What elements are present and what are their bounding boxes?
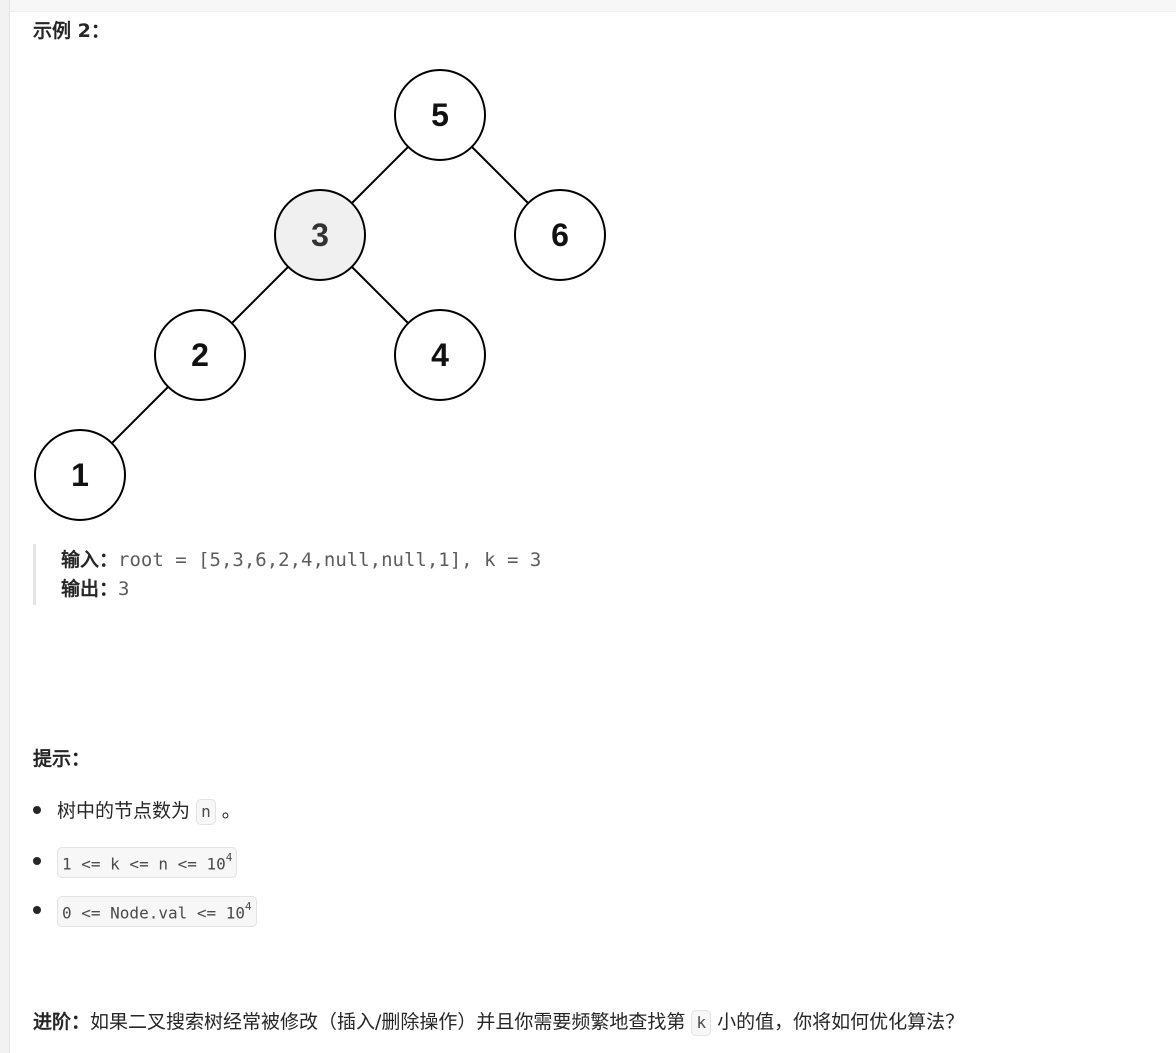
hint-2-code-base: 1 <= k <= n <= 10	[62, 854, 226, 874]
input-label: 输入：	[61, 549, 119, 571]
tree-node-4: 4	[394, 309, 486, 401]
top-strip	[0, 0, 1176, 12]
advanced-label: 进阶：	[33, 1011, 91, 1033]
tree-node-label: 2	[191, 337, 209, 373]
tree-node-5: 5	[394, 69, 486, 161]
edge-3-4	[351, 266, 409, 324]
tree-node-1: 1	[34, 429, 126, 521]
advanced-followup: 进阶：如果二叉搜索树经常被修改（插入/删除操作）并且你需要频繁地查找第 k 小的…	[33, 1007, 964, 1037]
example-output-line: 输出：3	[61, 575, 129, 603]
tree-node-circle	[274, 189, 366, 281]
binary-tree-diagram: 5 3 6 2 4 1	[34, 69, 606, 521]
hint-2-code: 1 <= k <= n <= 104	[57, 847, 238, 878]
example-input-line: 输入：root = [5,3,6,2,4,null,null,1], k = 3	[61, 546, 541, 574]
left-scroll-rail	[0, 0, 10, 1053]
example-title: 示例 2：	[33, 20, 110, 42]
tree-node-3: 3	[274, 189, 366, 281]
edge-2-1	[111, 386, 169, 444]
advanced-code: k	[691, 1009, 712, 1036]
bullet-dot	[33, 905, 41, 914]
tree-node-6: 6	[514, 189, 606, 281]
hint-1-code: n	[196, 798, 216, 825]
edge-5-6	[471, 146, 529, 204]
hint-3-code: 0 <= Node.val <= 104	[57, 896, 257, 927]
tree-node-circle	[34, 429, 126, 521]
tree-node-label: 4	[431, 337, 449, 373]
input-value: root = [5,3,6,2,4,null,null,1], k = 3	[118, 549, 542, 571]
edge-5-3	[351, 146, 409, 204]
hint-3-code-base: 0 <= Node.val <= 10	[62, 903, 246, 923]
tree-node-circle	[394, 69, 486, 161]
output-label: 输出：	[61, 578, 119, 600]
example-io-block: 输入：root = [5,3,6,2,4,null,null,1], k = 3…	[33, 544, 736, 605]
advanced-text-suffix: 小的值，你将如何优化算法？	[717, 1011, 965, 1033]
advanced-text: 如果二叉搜索树经常被修改（插入/删除操作）并且你需要频繁地查找第	[90, 1011, 686, 1033]
bullet-dot	[33, 805, 41, 814]
hint-3-code-exponent: 4	[245, 900, 252, 914]
tree-node-circle	[154, 309, 246, 401]
tree-node-circle	[514, 189, 606, 281]
tree-node-label: 5	[431, 97, 449, 133]
hint-item-k-range: 1 <= k <= n <= 104	[33, 847, 238, 878]
hints-title: 提示：	[33, 748, 91, 770]
output-value: 3	[118, 578, 130, 600]
tree-node-2: 2	[154, 309, 246, 401]
tree-node-circle	[394, 309, 486, 401]
hint-2-code-exponent: 4	[225, 851, 233, 865]
hint-1-text: 树中的节点数为	[57, 800, 191, 822]
tree-node-label: 6	[551, 217, 569, 253]
hint-item-val-range: 0 <= Node.val <= 104	[33, 896, 257, 927]
hint-item-node-count: 树中的节点数为 n 。	[33, 796, 241, 826]
hint-1-suffix: 。	[221, 800, 241, 822]
edge-3-2	[231, 266, 289, 324]
tree-node-label: 1	[71, 457, 89, 493]
bullet-dot	[33, 856, 41, 865]
tree-node-label: 3	[311, 217, 329, 253]
